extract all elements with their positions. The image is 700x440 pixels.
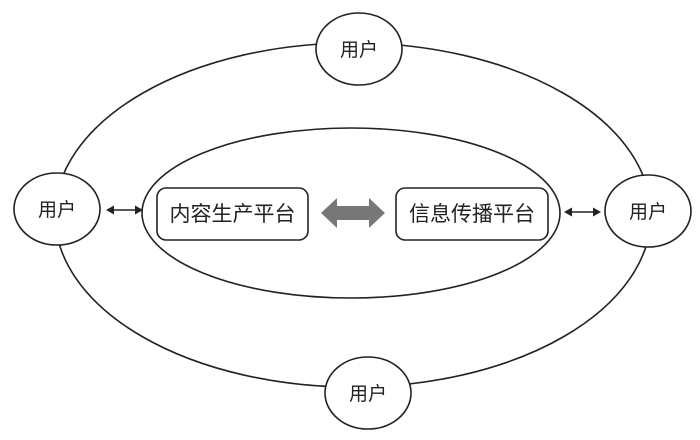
user-node-left[interactable]: 用户 xyxy=(13,172,101,246)
user-node-right-label: 用户 xyxy=(629,201,667,223)
user-node-left-label: 用户 xyxy=(38,199,76,221)
distribution-platform-label: 信息传播平台 xyxy=(409,202,535,226)
right-user-link-arrow-icon xyxy=(564,207,601,217)
user-node-bottom[interactable]: 用户 xyxy=(324,356,412,430)
content-platform-label: 内容生产平台 xyxy=(170,202,296,226)
content-platform-node[interactable]: 内容生产平台 xyxy=(156,187,309,241)
user-node-right[interactable]: 用户 xyxy=(604,174,692,248)
platform-exchange-arrow-icon xyxy=(321,198,385,228)
distribution-platform-node[interactable]: 信息传播平台 xyxy=(395,187,549,241)
user-node-top-label: 用户 xyxy=(340,39,378,61)
user-node-top[interactable]: 用户 xyxy=(315,12,403,86)
left-user-link-arrow-icon xyxy=(106,205,143,215)
user-node-bottom-label: 用户 xyxy=(349,383,387,405)
